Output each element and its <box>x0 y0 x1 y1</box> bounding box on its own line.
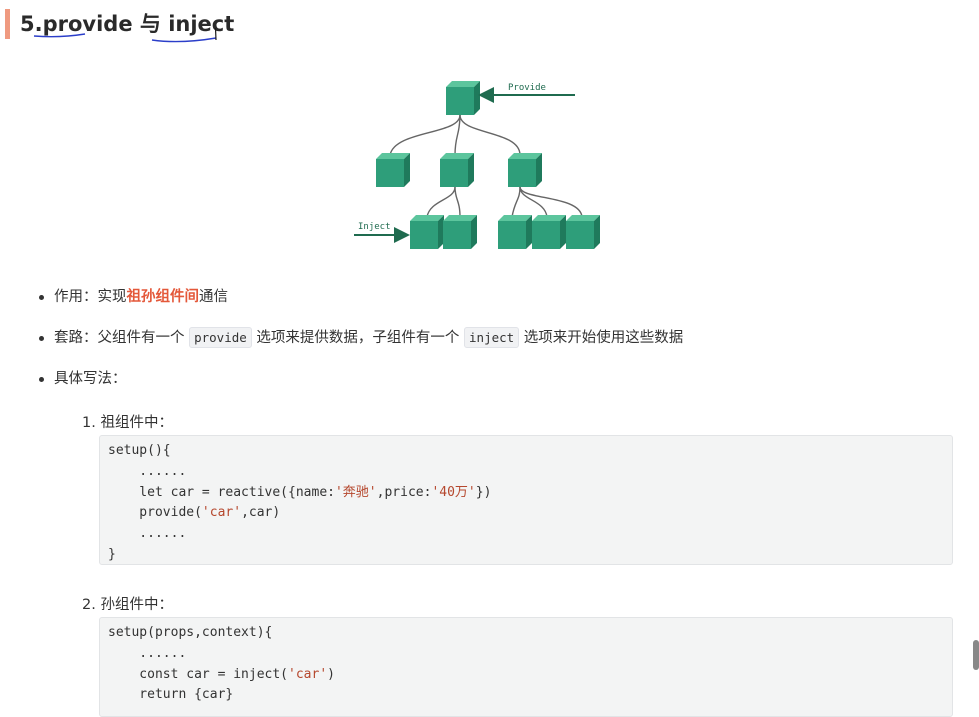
code-line-provide: provide('car',car) <box>108 505 281 521</box>
step-1-label: 1. 祖组件中： <box>82 415 173 431</box>
grandchild-cube-2 <box>443 215 477 249</box>
inline-code-provide: provide <box>189 327 252 348</box>
code-block-ancestor: setup(){ ...... let car = reactive({name… <box>99 435 953 565</box>
section-heading: 5.provide 与 inject <box>20 12 235 36</box>
grandchild-cube-3 <box>498 215 532 249</box>
grandchild-cube-5 <box>566 215 600 249</box>
child-cube-3 <box>508 153 542 187</box>
code-line-inject: const car = inject('car') <box>108 666 335 682</box>
root-cube <box>446 81 480 115</box>
highlight-text: 祖孙组件间 <box>126 289 200 305</box>
grandchild-cube-4 <box>532 215 566 249</box>
provide-inject-diagram: Provide Inject <box>354 81 600 249</box>
bullet-usage: 具体写法： <box>38 364 683 405</box>
tree-connectors <box>389 114 583 218</box>
step-2-label: 2. 孙组件中： <box>82 597 173 613</box>
child-cube-2 <box>440 153 474 187</box>
handwritten-underline <box>33 28 217 43</box>
inject-label: Inject <box>358 222 391 232</box>
child-cube-1 <box>376 153 410 187</box>
inline-code-inject: inject <box>464 327 520 348</box>
bullet-purpose: 作用：实现祖孙组件间通信 <box>38 282 683 323</box>
bullet-pattern: 套路：父组件有一个 provide 选项来提供数据，子组件有一个 inject … <box>38 323 683 364</box>
heading-accent-bar <box>5 9 10 39</box>
grandchild-cube-1 <box>410 215 444 249</box>
provide-label: Provide <box>508 83 546 93</box>
code-block-descendant: setup(props,context){ ...... const car =… <box>99 617 953 717</box>
scrollbar-thumb[interactable] <box>973 640 979 670</box>
code-line-reactive: let car = reactive({name:'奔驰',price:'40万… <box>108 484 492 500</box>
bullet-list: 作用：实现祖孙组件间通信 套路：父组件有一个 provide 选项来提供数据，子… <box>38 282 683 405</box>
